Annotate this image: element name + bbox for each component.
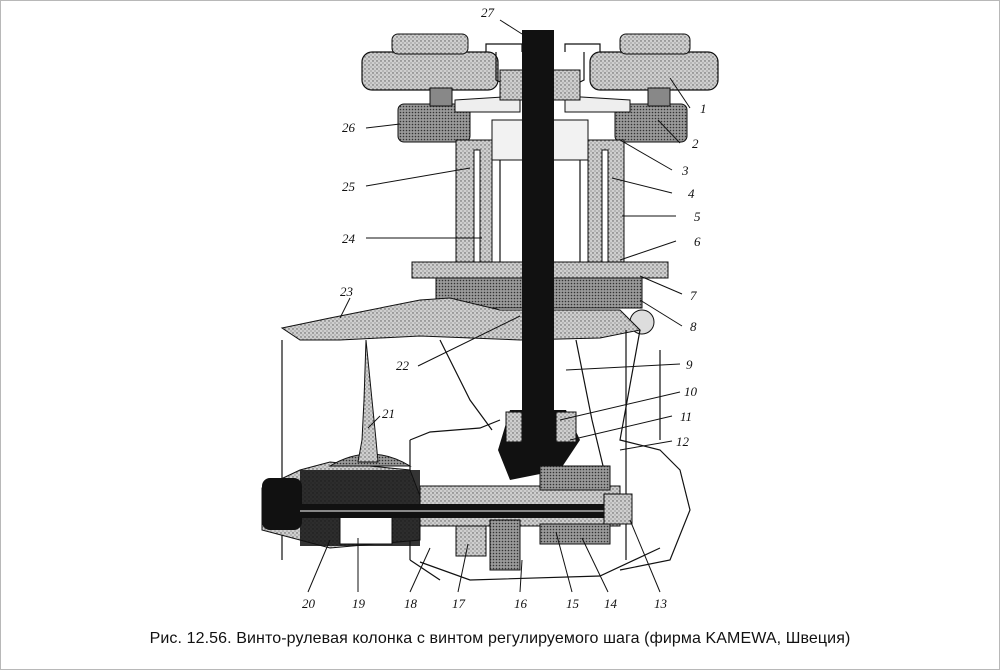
label-22: 22 [396,358,410,373]
propeller-rudder-column-drawing: 27 1 2 3 4 5 6 7 8 9 10 11 12 13 14 15 1… [261,5,719,611]
label-2: 2 [692,136,699,151]
label-19: 19 [352,596,366,611]
label-11: 11 [680,409,692,424]
label-12: 12 [676,434,690,449]
label-20: 20 [302,596,316,611]
label-17: 17 [452,596,466,611]
propeller-shaft-housing [261,453,633,571]
label-1: 1 [700,101,707,116]
label-3: 3 [681,163,689,178]
label-16: 16 [514,596,528,611]
label-24: 24 [342,231,356,246]
label-21: 21 [382,406,395,421]
label-13: 13 [654,596,668,611]
part-labels: 27 1 2 3 4 5 6 7 8 9 10 11 12 13 14 15 1… [302,5,707,611]
label-8: 8 [690,319,697,334]
label-15: 15 [566,596,580,611]
label-27: 27 [481,5,495,20]
label-10: 10 [684,384,698,399]
label-14: 14 [604,596,618,611]
label-5: 5 [694,209,701,224]
label-9: 9 [686,357,693,372]
label-25: 25 [342,179,356,194]
label-18: 18 [404,596,418,611]
vertical-housing [455,119,625,285]
upper-gear-right [589,33,719,143]
label-23: 23 [340,284,354,299]
label-6: 6 [694,234,701,249]
label-26: 26 [342,120,356,135]
figure-caption: Рис. 12.56. Винто-рулевая колонка с винт… [149,630,851,647]
vertical-shaft [498,30,580,480]
label-7: 7 [690,288,697,303]
leader-lines [307,19,691,593]
label-4: 4 [688,186,695,201]
upper-gear-left [361,33,499,143]
propeller-blade [357,339,379,463]
